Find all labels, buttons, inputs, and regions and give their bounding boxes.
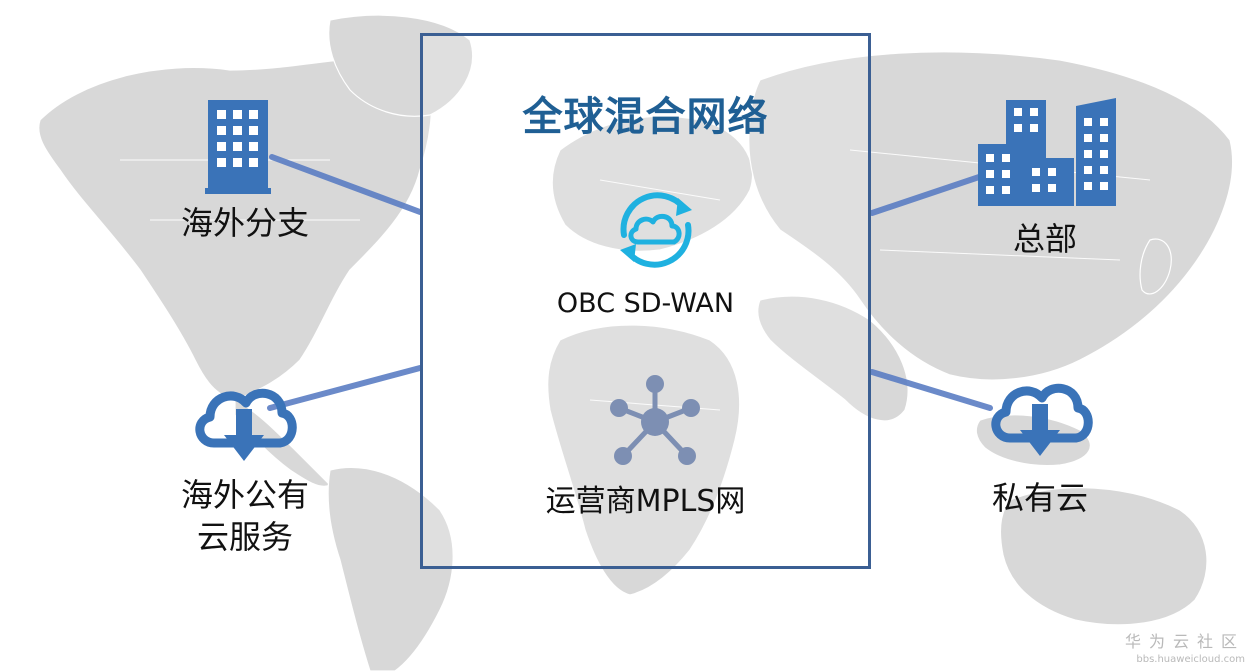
link-branch — [269, 154, 423, 215]
link-private-cloud — [869, 369, 993, 411]
watermark: 华为云社区 bbs.huaweicloud.com — [1125, 628, 1245, 665]
node-label-private-cloud: 私有云 — [991, 479, 1088, 517]
node-label-overseas-public-cloud: 海外公有 云服务 — [160, 475, 330, 558]
link-headquarters — [869, 172, 988, 216]
node-label-line1: 海外公有 — [180, 476, 309, 514]
service-label-mpls: 运营商MPLS网 — [545, 484, 746, 519]
service-label-sdwan: OBC SD-WAN — [556, 288, 735, 319]
city-buildings-icon — [978, 98, 1116, 206]
node-label-overseas-branch: 海外分支 — [180, 204, 309, 242]
office-building-icon — [205, 100, 271, 194]
watermark-sub: bbs.huaweicloud.com — [1136, 654, 1245, 665]
watermark-main: 华为云社区 — [1124, 632, 1245, 651]
network-hub-icon — [610, 375, 700, 465]
cloud-download-icon — [991, 383, 1093, 456]
link-public-cloud — [267, 365, 423, 411]
diagram-title: 全球混合网络 — [522, 94, 769, 140]
cloud-download-icon — [195, 388, 297, 461]
node-label-line2: 云服务 — [196, 517, 293, 556]
node-label-headquarters: 总部 — [1012, 220, 1077, 258]
global-hybrid-network-box: 全球混合网络 OBC SD-WAN — [420, 33, 871, 569]
sync-cloud-icon — [620, 192, 692, 268]
